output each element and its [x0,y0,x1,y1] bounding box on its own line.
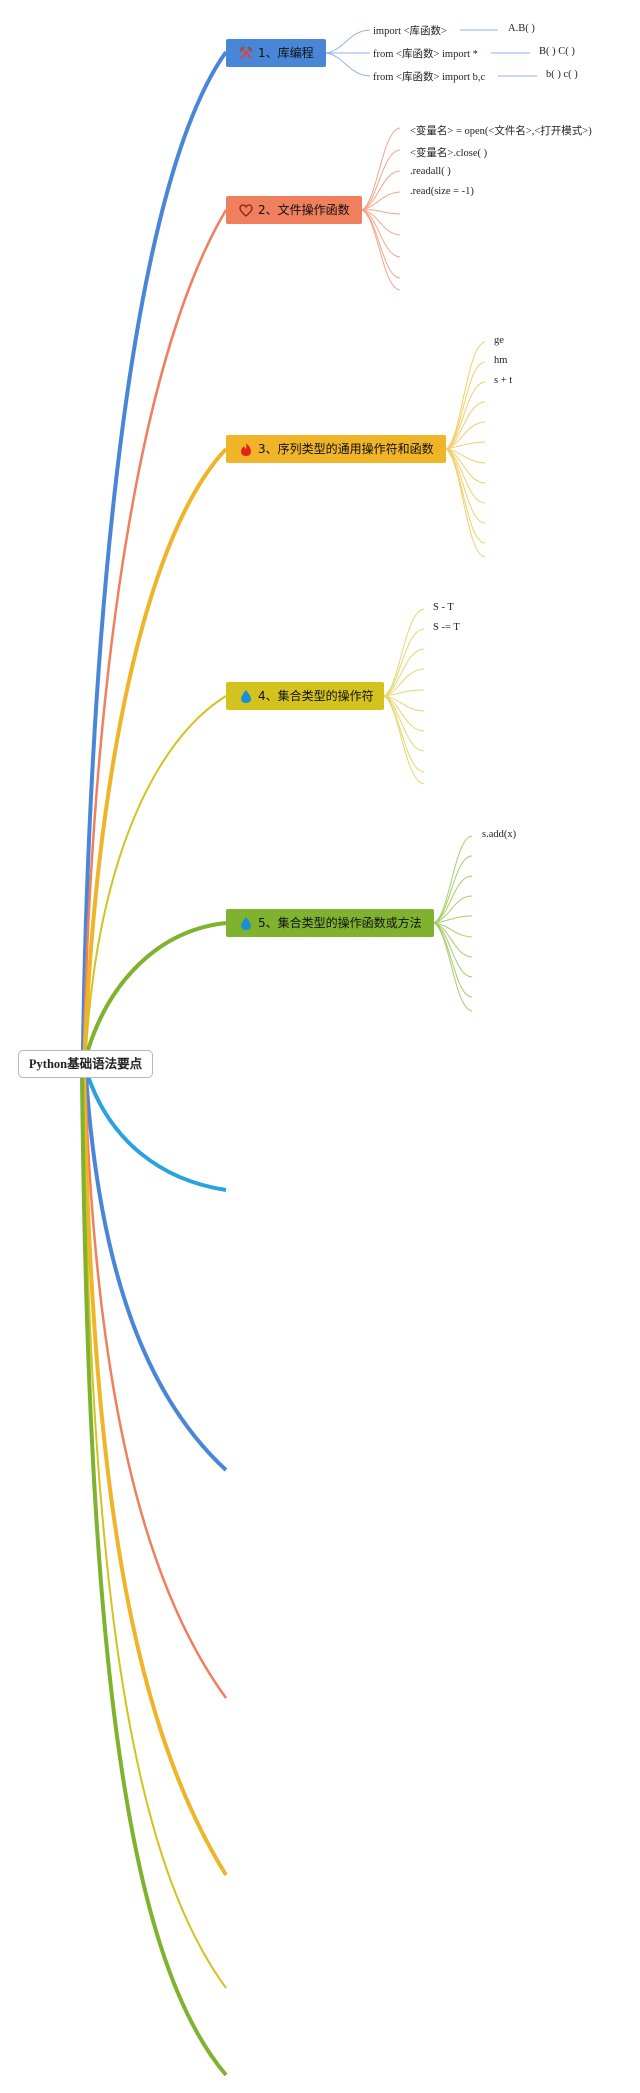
branch-topic-1[interactable]: 1、库编程 [226,39,326,67]
leaf-4-1[interactable]: S - T [433,602,454,613]
collapsed-connector-3 [83,1075,228,1699]
leaf-1-3[interactable]: from <库函数> import b,c [373,72,486,83]
leaf-2-1[interactable]: <变量名> = open(<文件名>,<打开模式>) [410,126,592,137]
branch-connector-2 [82,209,228,1051]
leaf-1-2[interactable]: from <库函数> import * [373,49,478,60]
collapsed-connector-6 [80,1075,228,2077]
branch-topic-3[interactable]: 3、序列类型的通用操作符和函数 [226,435,446,463]
leaf-1-2-child[interactable]: B( ) C( ) [539,46,575,57]
branch-topic-4[interactable]: 4、集合类型的操作符 [226,682,384,710]
branch-connector-3 [83,447,228,1051]
branch-label-2: 2、文件操作函数 [258,203,350,217]
water-drop-icon [238,682,254,710]
leaf-2-2[interactable]: <变量名>.close( ) [410,148,488,159]
crossed-swords-icon [238,39,254,67]
branch-connector-1 [81,50,228,1051]
leaf-3-1[interactable]: ge [494,335,504,346]
leaf-2-4[interactable]: .read(size = -1) [410,186,474,197]
fire-icon [238,435,254,463]
branch-label-1: 1、库编程 [258,46,314,60]
collapsed-connector-2 [84,1075,228,1472]
leaf-1-3-child[interactable]: b( ) c( ) [546,69,578,80]
collapsed-connector-1 [86,1075,227,1192]
collapsed-connector-5 [82,1075,227,1989]
branch-topic-2[interactable]: 2、文件操作函数 [226,196,362,224]
leaf-1-1[interactable]: import <库函数> [373,26,447,37]
collapsed-connector-4 [82,1075,228,1877]
branch-label-4: 4、集合类型的操作符 [258,689,374,703]
leaf-5-1[interactable]: s.add(x) [482,829,517,840]
branch-topic-5[interactable]: 5、集合类型的操作函数或方法 [226,909,434,937]
root-topic[interactable]: Python基础语法要点 [18,1050,153,1078]
leaf-1-1-child[interactable]: A.B( ) [508,23,535,34]
branch-label-3: 3、序列类型的通用操作符和函数 [258,442,434,456]
water-drop-icon [238,909,254,937]
heart-icon [238,196,254,224]
branch-label-5: 5、集合类型的操作函数或方法 [258,916,422,930]
leaf-2-3[interactable]: .readall( ) [410,166,451,177]
leaf-4-2[interactable]: S -= T [433,622,460,633]
branch-connector-4 [85,695,227,1051]
branch-connector-5 [86,921,227,1051]
leaf-3-3[interactable]: s + t [494,375,513,386]
leaf-3-2[interactable]: hm [494,355,508,366]
